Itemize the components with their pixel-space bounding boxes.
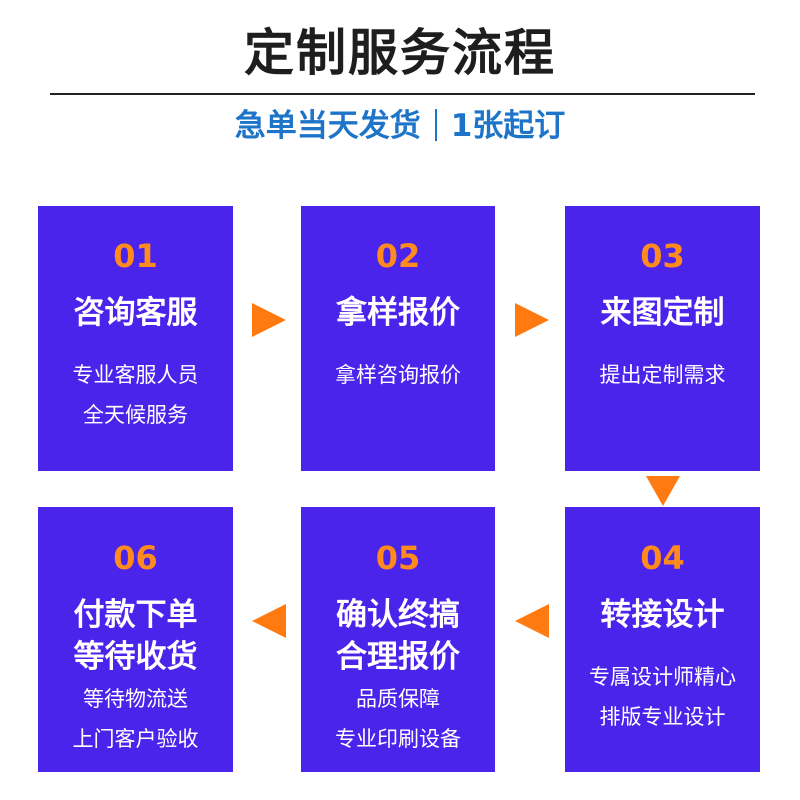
step-number: 01 xyxy=(113,237,158,275)
step-card-02: 02 拿样报价 拿样咨询报价 xyxy=(301,206,495,471)
step-card-03: 03 来图定制 提出定制需求 xyxy=(565,206,760,471)
step-number: 03 xyxy=(640,237,685,275)
step-desc-line: 排版专业设计 xyxy=(599,705,726,729)
subtitle-separator xyxy=(434,109,437,141)
step-desc-line: 等待物流送 xyxy=(83,687,188,711)
step-desc-line: 专业客服人员 xyxy=(72,363,199,387)
step-number: 05 xyxy=(375,539,421,577)
step-name: 等待收货 xyxy=(73,639,198,675)
step-name: 确认终搞 xyxy=(336,597,460,633)
step-card-06: 06 付款下单 等待收货 等待物流送 上门客户验收 xyxy=(38,507,233,772)
step-name: 付款下单 xyxy=(73,597,198,633)
step-number: 06 xyxy=(113,539,158,577)
title-divider xyxy=(50,93,755,95)
step-name: 来图定制 xyxy=(600,295,725,331)
step-name: 转接设计 xyxy=(600,597,725,633)
step-number: 02 xyxy=(375,237,421,275)
step-desc-line: 专属设计师精心 xyxy=(589,665,736,689)
arrow-left-icon xyxy=(515,604,549,638)
step-number: 04 xyxy=(640,539,685,577)
page-title: 定制服务流程 xyxy=(244,24,556,82)
step-desc-line: 上门客户验收 xyxy=(72,727,199,751)
subtitle-min-order: 1张起订 xyxy=(450,108,566,144)
step-desc-line: 全天候服务 xyxy=(83,403,188,427)
step-desc-line: 专业印刷设备 xyxy=(335,727,461,751)
subtitle-urgent: 急单当天发货 xyxy=(234,108,421,144)
arrow-right-icon xyxy=(515,303,549,337)
step-name: 咨询客服 xyxy=(73,295,198,331)
subtitle: 急单当天发货 1张起订 xyxy=(0,104,800,148)
step-card-01: 01 咨询客服 专业客服人员 全天候服务 xyxy=(38,206,233,471)
step-desc-line: 提出定制需求 xyxy=(599,363,726,387)
step-desc-line: 品质保障 xyxy=(356,687,440,711)
step-card-04: 04 转接设计 专属设计师精心 排版专业设计 xyxy=(565,507,760,772)
arrow-down-icon xyxy=(646,476,680,506)
arrow-right-icon xyxy=(252,303,286,337)
step-desc-line: 拿样咨询报价 xyxy=(335,363,461,387)
arrow-left-icon xyxy=(252,604,286,638)
step-name: 合理报价 xyxy=(336,639,460,675)
step-card-05: 05 确认终搞 合理报价 品质保障 专业印刷设备 xyxy=(301,507,495,772)
step-name: 拿样报价 xyxy=(336,295,460,331)
